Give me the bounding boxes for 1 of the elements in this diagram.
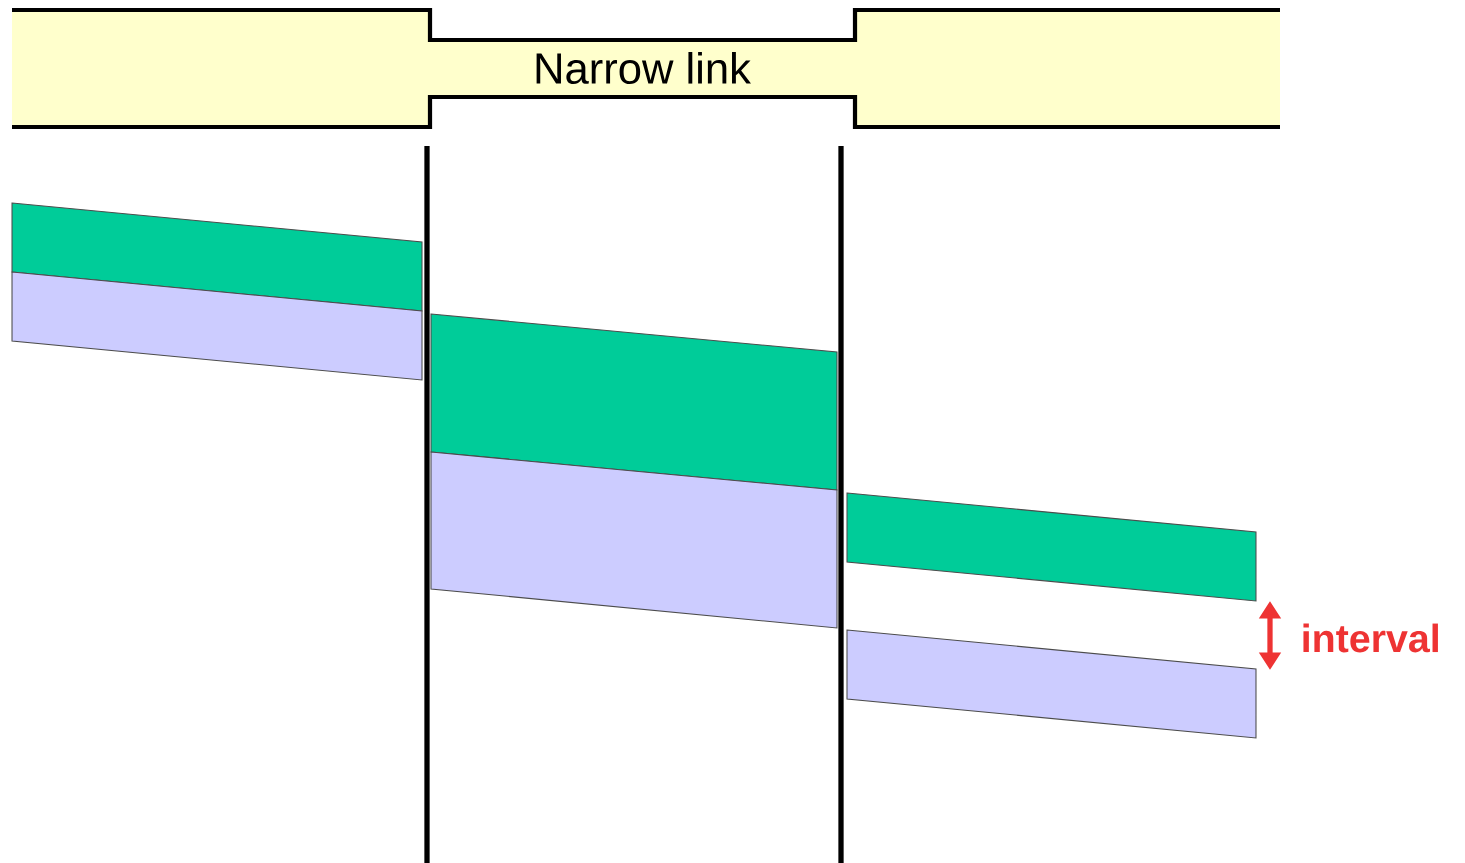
dimension-label: interval <box>1303 623 1438 653</box>
